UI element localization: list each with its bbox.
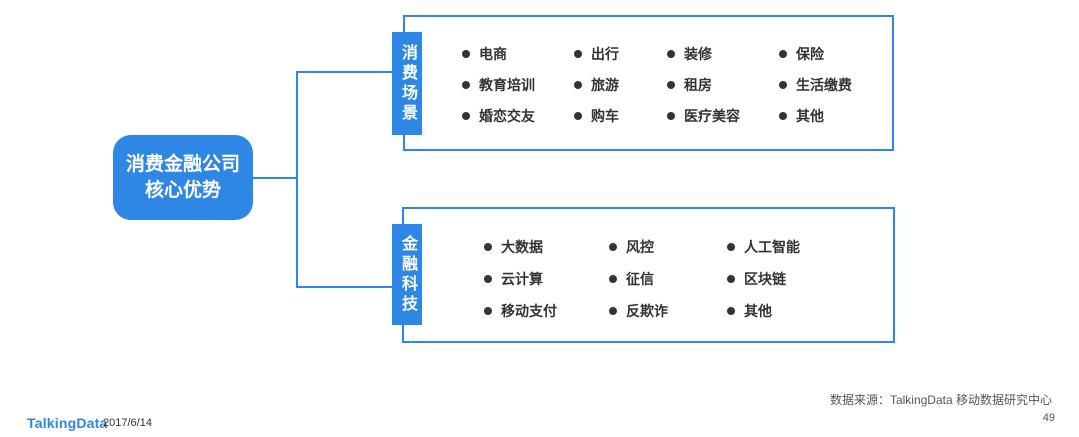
list-item: 人工智能 xyxy=(727,237,800,257)
list-item: 购车 xyxy=(574,106,619,126)
page-number: 49 xyxy=(1042,412,1055,424)
item-label: 保险 xyxy=(796,46,824,62)
data-source-note: 数据来源：TalkingData 移动数据研究中心 xyxy=(829,393,1052,407)
list-item: 征信 xyxy=(609,269,668,289)
list-item: 租房 xyxy=(667,75,740,95)
connector-top-branch xyxy=(296,71,396,73)
list-item: 医疗美容 xyxy=(667,106,740,126)
list-item: 装修 xyxy=(667,44,740,64)
list-item: 出行 xyxy=(574,44,619,64)
fintech-column-2: 风控 征信 反欺诈 xyxy=(609,237,668,321)
item-label: 大数据 xyxy=(501,239,543,255)
list-item: 保险 xyxy=(779,44,852,64)
item-label: 电商 xyxy=(479,46,507,62)
scenario-box-tab: 消费场景 xyxy=(392,32,422,135)
item-label: 其他 xyxy=(796,108,824,124)
scenario-box: 电商 教育培训 婚恋交友 出行 旅游 购车 装修 租房 医疗美容 保险 生活缴费… xyxy=(403,15,894,151)
bullet-icon xyxy=(484,243,492,251)
item-label: 区块链 xyxy=(744,271,786,287)
bullet-icon xyxy=(779,81,787,89)
root-node-core-advantages: 消费金融公司 核心优势 xyxy=(113,135,253,220)
list-item: 移动支付 xyxy=(484,301,557,321)
list-item: 生活缴费 xyxy=(779,75,852,95)
item-label: 其他 xyxy=(744,303,772,319)
connector-bottom-branch xyxy=(296,286,396,288)
item-label: 教育培训 xyxy=(479,77,535,93)
item-label: 征信 xyxy=(626,271,654,287)
item-label: 租房 xyxy=(684,77,712,93)
root-node-title-line2: 核心优势 xyxy=(144,179,221,201)
list-item: 其他 xyxy=(727,301,800,321)
list-item: 大数据 xyxy=(484,237,557,257)
list-item: 反欺诈 xyxy=(609,301,668,321)
talkingdata-logo: TalkingData xyxy=(27,415,108,431)
bullet-icon xyxy=(609,243,617,251)
item-label: 婚恋交友 xyxy=(479,108,535,124)
connector-vertical xyxy=(296,71,298,288)
item-label: 云计算 xyxy=(501,271,543,287)
list-item: 电商 xyxy=(462,44,535,64)
root-node-title-line1: 消费金融公司 xyxy=(125,153,240,175)
bullet-icon xyxy=(462,112,470,120)
item-label: 风控 xyxy=(626,239,654,255)
bullet-icon xyxy=(462,50,470,58)
bullet-icon xyxy=(574,112,582,120)
bullet-icon xyxy=(574,81,582,89)
item-label: 生活缴费 xyxy=(796,77,852,93)
slide-date: 2017/6/14 xyxy=(103,417,152,429)
list-item: 其他 xyxy=(779,106,852,126)
bullet-icon xyxy=(609,307,617,315)
list-item: 旅游 xyxy=(574,75,619,95)
bullet-icon xyxy=(667,81,675,89)
bullet-icon xyxy=(779,50,787,58)
item-label: 旅游 xyxy=(591,77,619,93)
fintech-box-tab: 金融科技 xyxy=(392,224,422,325)
scenario-column-1: 电商 教育培训 婚恋交友 xyxy=(462,44,535,126)
bullet-icon xyxy=(484,307,492,315)
bullet-icon xyxy=(484,275,492,283)
scenario-column-4: 保险 生活缴费 其他 xyxy=(779,44,852,126)
item-label: 出行 xyxy=(591,46,619,62)
item-label: 购车 xyxy=(591,108,619,124)
item-label: 人工智能 xyxy=(744,239,800,255)
connector-node-horizontal xyxy=(252,177,298,179)
bullet-icon xyxy=(727,243,735,251)
bullet-icon xyxy=(462,81,470,89)
list-item: 教育培训 xyxy=(462,75,535,95)
scenario-column-2: 出行 旅游 购车 xyxy=(574,44,619,126)
scenario-column-3: 装修 租房 医疗美容 xyxy=(667,44,740,126)
fintech-column-1: 大数据 云计算 移动支付 xyxy=(484,237,557,321)
bullet-icon xyxy=(727,275,735,283)
bullet-icon xyxy=(727,307,735,315)
bullet-icon xyxy=(574,50,582,58)
item-label: 医疗美容 xyxy=(684,108,740,124)
bullet-icon xyxy=(609,275,617,283)
fintech-column-3: 人工智能 区块链 其他 xyxy=(727,237,800,321)
bullet-icon xyxy=(779,112,787,120)
fintech-box: 大数据 云计算 移动支付 风控 征信 反欺诈 人工智能 区块链 其他 xyxy=(402,207,895,343)
item-label: 装修 xyxy=(684,46,712,62)
list-item: 风控 xyxy=(609,237,668,257)
bullet-icon xyxy=(667,50,675,58)
item-label: 反欺诈 xyxy=(626,303,668,319)
bullet-icon xyxy=(667,112,675,120)
item-label: 移动支付 xyxy=(501,303,557,319)
list-item: 云计算 xyxy=(484,269,557,289)
list-item: 区块链 xyxy=(727,269,800,289)
list-item: 婚恋交友 xyxy=(462,106,535,126)
